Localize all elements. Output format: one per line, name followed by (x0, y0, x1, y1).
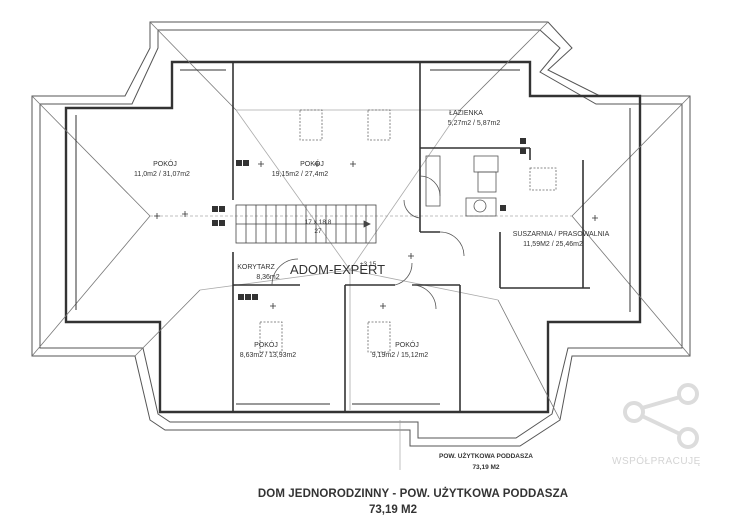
room-area-lazienka: 5,27m2 / 5,87m2 (448, 120, 501, 127)
room-name-pokoj-sw: POKÓJ (254, 340, 278, 349)
plan-summary-line1: POW. UŻYTKOWA PODDASZA (439, 452, 533, 460)
stairs-label: 17 x 18,8 (305, 219, 332, 226)
staircase (235, 204, 377, 244)
room-name-pokoj-north: POKÓJ (300, 159, 324, 168)
watermark-text: WSPÓŁPRACUJĘ (612, 456, 701, 467)
room-area-pokoj-sw: 8,63m2 / 13,93m2 (240, 352, 297, 359)
room-name-pokoj-se: POKÓJ (395, 340, 419, 349)
room-area-suszarnia: 11,59M2 / 25,46m2 (523, 241, 583, 248)
caption-area: 73,19 M2 (369, 504, 417, 516)
room-area-pokoj-north: 19,15m2 / 27,4m2 (272, 171, 329, 178)
room-area-pokoj-west: 11,0m2 / 31,07m2 (134, 171, 190, 178)
room-name-pokoj-west: POKÓJ (153, 159, 177, 168)
room-area-pokoj-se: 9,19m2 / 15,12m2 (372, 352, 429, 359)
level-mark: +3,15 (360, 261, 377, 268)
stairs-sub-label: 27 (314, 228, 322, 235)
room-name-korytarz: KORYTARZ (237, 264, 275, 271)
caption-title: DOM JEDNORODZINNY - POW. UŻYTKOWA PODDAS… (257, 488, 569, 500)
plan-summary-line2: 73,19 M2 (472, 464, 499, 471)
share-icon (623, 383, 699, 449)
skylights (259, 109, 557, 353)
exterior-walls (64, 60, 642, 414)
room-area-korytarz: 8,36m2 (256, 274, 279, 281)
bathroom-fixtures (425, 155, 499, 217)
roof-outline (31, 21, 691, 447)
faint-watermark-text: ADOM-EXPERT (290, 262, 385, 277)
room-name-lazienka: ŁAZIENKA (449, 110, 483, 117)
room-name-suszarnia: SUSZARNIA / PRASOWALNIA (513, 231, 610, 238)
